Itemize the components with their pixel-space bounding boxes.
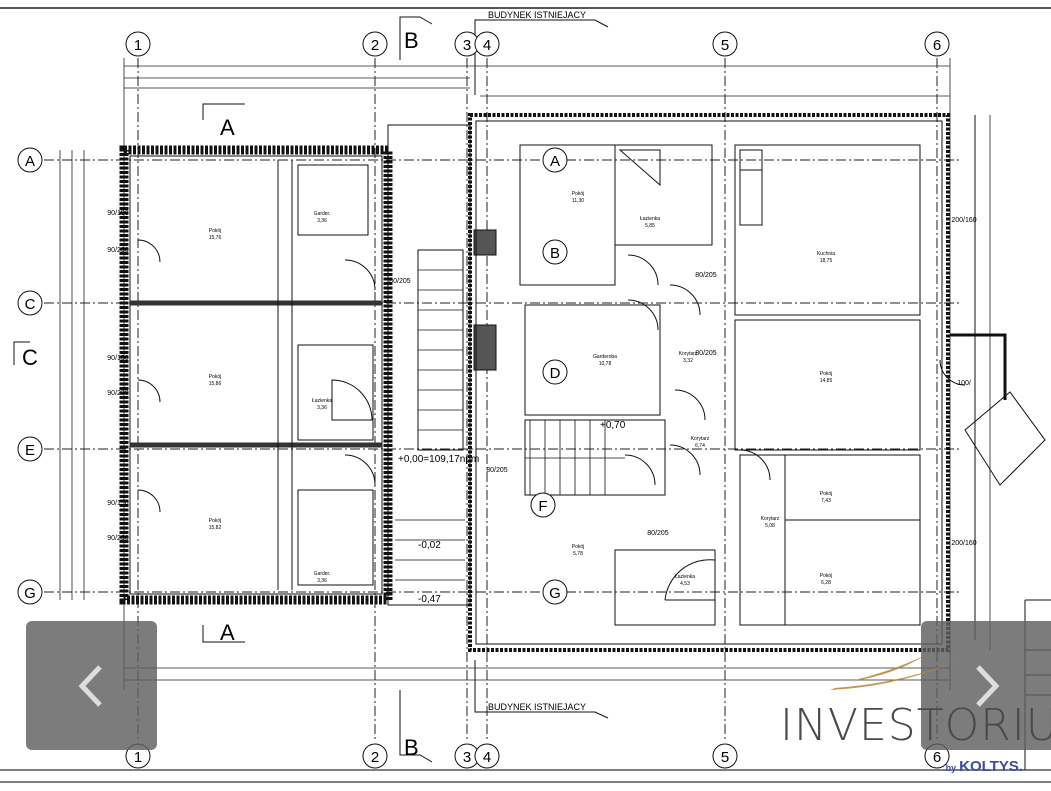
room-label: Łazienka: [675, 574, 695, 580]
door-dim: 80/205: [389, 278, 411, 285]
grid-label-e: E: [25, 442, 35, 459]
left-building: [119, 145, 393, 605]
level-entry: -0,02: [418, 540, 441, 551]
room-area: 3,36: [317, 578, 327, 584]
grid-label-5-bottom: 5: [721, 749, 729, 766]
window-dim: 200/160: [951, 540, 976, 547]
level-ground: -0,47: [418, 594, 441, 605]
room-area: 7,43: [821, 498, 831, 504]
room-label: Korytarz: [691, 436, 710, 442]
room-area: 15,76: [209, 235, 222, 241]
room-label: Garder.: [314, 211, 331, 217]
room-label: Pokój: [820, 573, 833, 579]
gallery-prev-button[interactable]: [26, 621, 157, 750]
room-area: 3,32: [683, 358, 693, 364]
room-area: 3,36: [317, 218, 327, 224]
window-dim: 90/150: [107, 355, 129, 362]
section-a-top: A: [220, 115, 235, 140]
room-area: 15,82: [209, 525, 222, 531]
section-a-bottom: A: [220, 620, 235, 645]
grid-label-1-top: 1: [134, 37, 142, 54]
room-label: Pokój: [209, 518, 222, 524]
room-label: Pokój: [572, 544, 585, 550]
marker-d: D: [550, 365, 561, 382]
room-area: 18,75: [820, 258, 833, 264]
grid-label-2-top: 2: [371, 37, 379, 54]
grid-label-4-bottom: 4: [483, 749, 491, 766]
grid-label-3-top: 3: [463, 37, 471, 54]
room-area: 3,36: [317, 405, 327, 411]
level-stairs: +0,70: [600, 420, 626, 431]
window-dim: 90/230: [107, 390, 129, 397]
chevron-right-icon: [976, 664, 1000, 707]
window-dim: 90/230: [107, 535, 129, 542]
marker-b: B: [550, 245, 560, 262]
section-b-top: B: [404, 28, 419, 53]
chevron-left-icon: [78, 664, 102, 707]
room-label: Pokój: [572, 191, 585, 197]
room-area: 6,28: [821, 580, 831, 586]
section-c: C: [22, 345, 38, 370]
room-label: Łazienka: [312, 398, 332, 404]
room-area: 5,85: [645, 223, 655, 229]
grid-label-5-top: 5: [721, 37, 729, 54]
gallery-next-button[interactable]: [921, 621, 1051, 750]
grid-bubbles: [17, 31, 950, 769]
room-label: Pokój: [209, 374, 222, 380]
existing-building-label-bottom: BUDYNEK ISTNIEJACY: [488, 702, 586, 712]
room-area: 11,30: [572, 198, 584, 204]
room-area: 15,86: [209, 381, 222, 387]
window-dim: 100/: [957, 380, 971, 387]
room-label: Korytarz: [761, 516, 780, 522]
grid-label-a: A: [25, 153, 35, 170]
room-area: 10,78: [599, 361, 612, 367]
level-zero: +0,00=109,17npm: [398, 454, 479, 465]
grid-label-6-bottom: 6: [933, 749, 941, 766]
marker-f: F: [538, 498, 547, 515]
window-dim: 90/230: [107, 247, 129, 254]
room-label: Korytarz: [679, 351, 698, 357]
grid-label-2-bottom: 2: [371, 749, 379, 766]
staircase: [344, 124, 497, 606]
grid-label-g: G: [24, 585, 36, 602]
room-label: Kuchnia: [817, 251, 835, 257]
room-area: 5,08: [765, 523, 775, 529]
room-label: Pokój: [820, 491, 833, 497]
room-label: Garderoba: [593, 354, 617, 360]
existing-building-markers: [13, 16, 609, 763]
grid-label-6-top: 6: [933, 37, 941, 54]
marker-a: A: [550, 153, 560, 170]
room-label: Pokój: [820, 371, 833, 377]
window-dim: 90/150: [107, 500, 129, 507]
room-label: Pokój: [209, 228, 222, 234]
room-label: Garder.: [314, 571, 331, 577]
marker-g: G: [549, 585, 561, 602]
room-label: Łazienka: [640, 216, 660, 222]
section-b-bottom: B: [404, 735, 419, 760]
grid-label-c: C: [25, 296, 36, 313]
grid-lines: [44, 58, 960, 742]
door-dim: 80/205: [647, 530, 669, 537]
door-dim: 80/205: [695, 350, 717, 357]
grid-label-4-top: 4: [483, 37, 491, 54]
grid-label-3-bottom: 3: [463, 749, 471, 766]
door-dim: 80/205: [695, 272, 717, 279]
room-area: 14,85: [820, 378, 833, 384]
room-area: 4,53: [680, 581, 690, 587]
window-dim: 200/160: [951, 217, 976, 224]
right-building: [468, 113, 1051, 770]
existing-building-label-top: BUDYNEK ISTNIEJACY: [488, 10, 586, 20]
room-area: 5,78: [573, 551, 583, 557]
window-dim: 90/150: [107, 210, 129, 217]
room-area: 6,74: [695, 443, 705, 449]
door-dim: 80/205: [486, 467, 508, 474]
grid-label-1-bottom: 1: [134, 749, 142, 766]
